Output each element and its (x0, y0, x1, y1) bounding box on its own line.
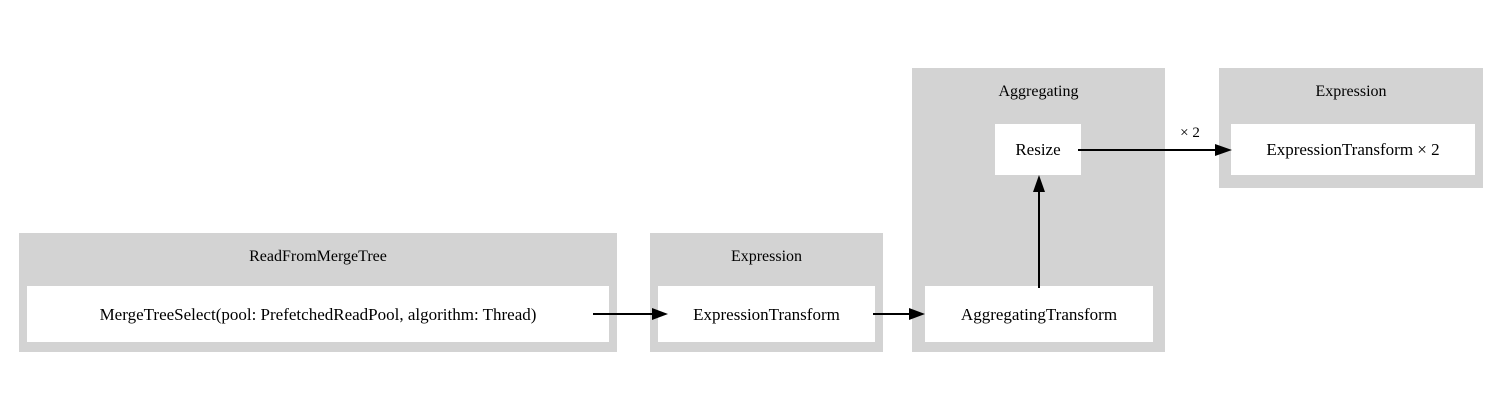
cluster-title-aggregating: Aggregating (998, 83, 1079, 100)
node-merge-tree-select[interactable]: MergeTreeSelect(pool: PrefetchedReadPool… (27, 286, 609, 342)
node-expression-transform-x2[interactable]: ExpressionTransform × 2 (1231, 124, 1475, 175)
node-resize[interactable]: Resize (995, 124, 1081, 175)
node-expression-transform[interactable]: ExpressionTransform (658, 286, 875, 342)
cluster-title-expression-1: Expression (730, 248, 803, 265)
edge-aggregating-to-resize (1033, 175, 1045, 288)
cluster-title-expression-2: Expression (1315, 83, 1387, 100)
edge-merge-to-expression (593, 308, 668, 320)
cluster-title-read-from-merge-tree: ReadFromMergeTree (249, 248, 387, 265)
edge-label-times-2: × 2 (1180, 125, 1200, 141)
edge-expression-to-aggregating (873, 308, 925, 320)
edge-resize-to-expression-2 (1078, 144, 1232, 156)
node-aggregating-transform[interactable]: AggregatingTransform (925, 286, 1153, 342)
